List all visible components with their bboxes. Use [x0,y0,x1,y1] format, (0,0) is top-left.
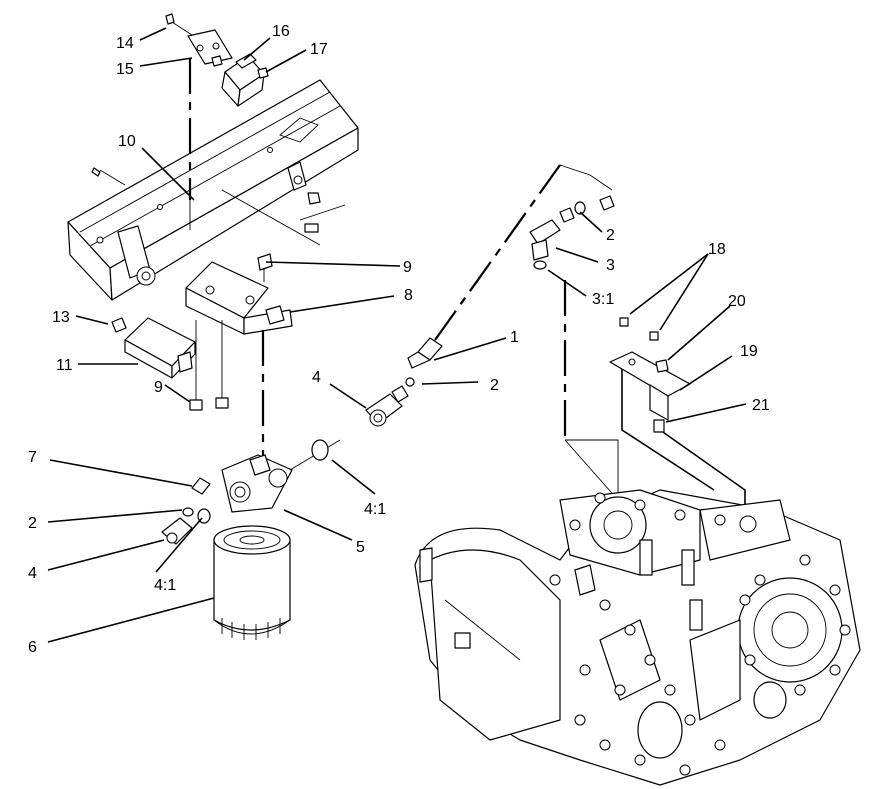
callout-11: 11 [56,357,73,374]
callout-15: 15 [116,61,134,78]
callout-9-lower: 9 [154,379,163,396]
filter-adapter-5 [221,439,341,513]
callout-18: 18 [708,241,726,258]
bracket-15-assembly [165,13,233,67]
tube-1 [407,164,613,369]
callout-21: 21 [752,397,770,414]
callout-5: 5 [356,539,365,556]
callout-4-1-right: 4:1 [364,501,386,518]
callout-4-left: 4 [28,565,37,582]
callout-labels: 14 15 16 17 10 9 8 13 11 9 1 2 2 3 3:1 1… [28,23,770,656]
fitting-4-right [365,377,415,427]
bolts-9-lower [189,320,229,411]
callout-17: 17 [310,41,328,58]
callout-16: 16 [272,23,290,40]
fittings-left [161,477,211,545]
callout-4-right: 4 [312,369,321,386]
callout-20: 20 [728,293,746,310]
assembly-center-lines [188,58,746,540]
callout-3: 3 [606,257,615,274]
transmission-housing [414,489,861,786]
callout-13: 13 [52,309,70,326]
leader-lines [47,27,747,643]
relay-16 [221,53,269,107]
callout-9-upper: 9 [403,259,412,276]
bracket-19 [609,317,691,433]
oil-filter-6 [213,525,291,640]
module-11 [111,317,196,379]
callout-6: 6 [28,639,37,656]
callout-7: 7 [28,449,37,466]
housing-bolts [549,492,851,776]
frame-rail [67,79,359,301]
callout-2-left: 2 [28,515,37,532]
callout-2-top: 2 [606,227,615,244]
callout-3-1: 3:1 [592,291,614,308]
callout-14: 14 [116,35,134,52]
callout-10: 10 [118,133,136,150]
callout-1: 1 [510,329,519,346]
callout-19: 19 [740,343,758,360]
callout-2-right: 2 [490,377,499,394]
elbow-fitting [529,195,615,270]
callout-4-1-left: 4:1 [154,577,176,594]
bracket-8 [185,253,293,335]
callout-8: 8 [404,287,413,304]
